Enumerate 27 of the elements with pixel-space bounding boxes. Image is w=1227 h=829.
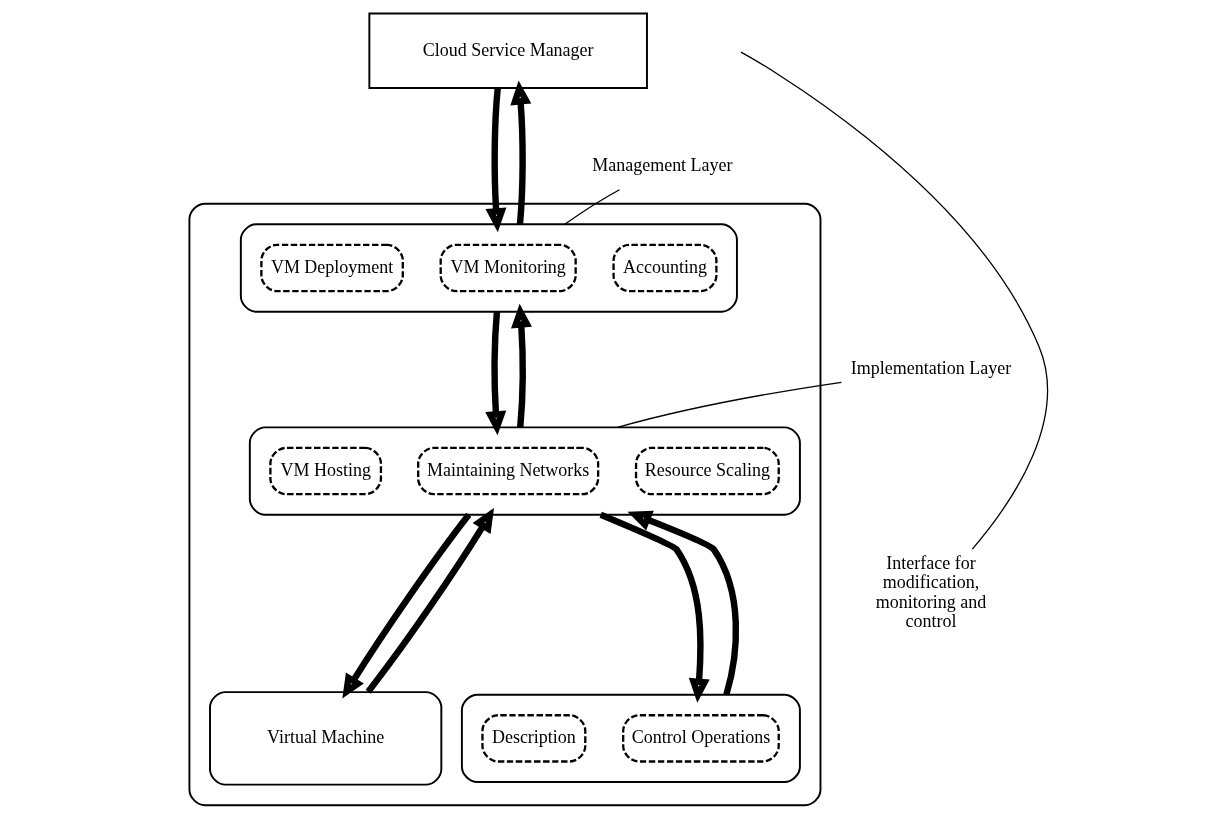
node-text: Management Layer [592,155,733,176]
connector [616,381,843,428]
cluster [460,693,801,784]
cluster [248,426,801,516]
connector [740,51,1048,550]
connector [564,189,621,225]
node-box: Accounting [612,243,718,293]
arrow [599,511,710,703]
node-box: VM Monitoring [439,243,577,293]
arrow [510,303,532,428]
node-box: Maintaining Networks [417,446,600,496]
node-box: Control Operations [622,714,780,763]
arrow [485,88,507,233]
arrow [485,311,507,436]
node-text: Implementation Layer [850,358,1012,379]
cluster [239,223,738,313]
node-text: Interface for modification, monitoring and control [875,552,987,631]
node-box: VM Hosting [269,446,383,496]
arrow [510,80,532,225]
arrow [365,507,495,694]
node-box: Virtual Machine [209,691,443,786]
arrow [342,512,472,699]
node-box: VM Deployment [260,243,404,293]
node-box: Resource Scaling [634,446,780,496]
cluster [188,202,822,807]
node-box: Cloud Service Manager [368,12,648,89]
node-box: Description [481,714,587,763]
